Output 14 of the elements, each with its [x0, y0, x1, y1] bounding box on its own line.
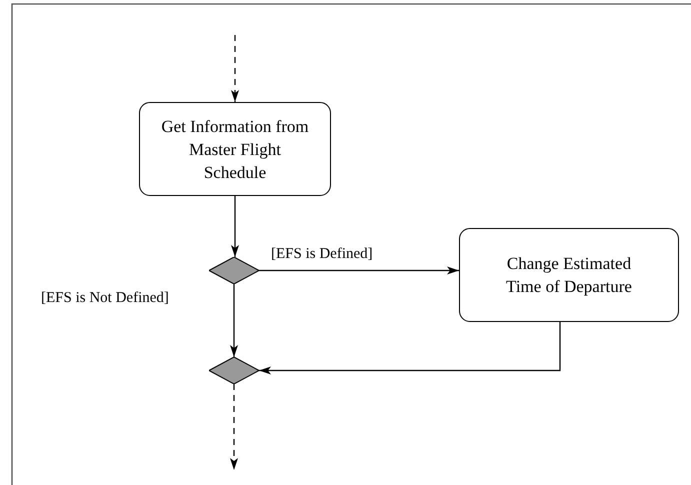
arrow [230, 384, 238, 470]
arrow [230, 284, 238, 357]
activity-label: Change Estimated Time of Departure [505, 253, 633, 298]
activity-box [459, 228, 679, 322]
arrow [231, 35, 239, 102]
diamond-node [209, 357, 259, 384]
arrow [231, 196, 239, 257]
guard-label: [EFS is Not Defined] [40, 290, 170, 307]
activity-box [139, 102, 331, 196]
arrow [259, 322, 561, 374]
guard-label: [EFS is Defined] [270, 246, 374, 263]
activity-label: Get Information from Master Flight Schedule [160, 116, 310, 184]
diamond-node [209, 257, 259, 284]
arrow [259, 266, 459, 274]
